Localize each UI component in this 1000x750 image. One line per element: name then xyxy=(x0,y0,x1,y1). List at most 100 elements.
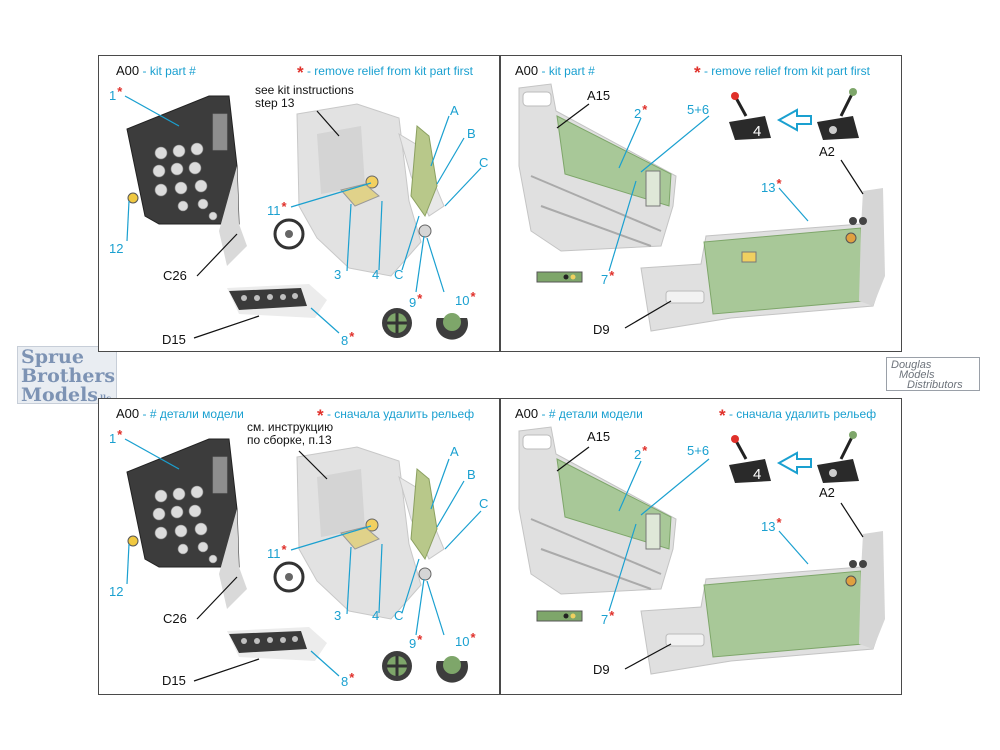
callout-a: A xyxy=(450,103,459,118)
callout-4: 4 xyxy=(372,267,380,282)
callout-7: 7* xyxy=(601,268,615,287)
panel-header: A00 - # детали модели xyxy=(515,406,643,421)
callout-12: 12 xyxy=(109,241,124,256)
panel-top-right: A00 - kit part # * - remove relief from … xyxy=(500,55,902,352)
sprue-brothers-logo: Sprue Brothers Modelsllc xyxy=(17,346,117,406)
part-code-label: - kit part # xyxy=(142,64,196,78)
callout-1: 1* xyxy=(109,84,123,103)
callout-13: 13* xyxy=(761,176,782,195)
star-icon: * xyxy=(297,63,304,82)
callout-12: 12 xyxy=(109,584,124,599)
callout-c26: C26 xyxy=(163,611,187,626)
seat-belts xyxy=(410,125,438,218)
lever-icon-left xyxy=(729,116,771,140)
callout-d15: D15 xyxy=(162,673,186,688)
callout-b: B xyxy=(467,467,476,482)
logo-line: Sprue xyxy=(21,346,84,368)
callout-a2: A2 xyxy=(819,144,835,159)
note-line: step 13 xyxy=(255,96,295,110)
callout-c: C xyxy=(479,496,489,511)
note-line: см. инструкцию xyxy=(247,420,334,434)
callout-1: 1* xyxy=(109,427,123,446)
logo-line: Distributors xyxy=(907,379,963,391)
remove-relief-label: - сначала удалить рельеф xyxy=(326,407,475,421)
callout-2: 2* xyxy=(634,102,648,121)
callout-2: 2* xyxy=(634,443,648,462)
callout-a15: A15 xyxy=(587,88,611,103)
part-code: A00 xyxy=(515,406,539,421)
lever-label: 4 xyxy=(753,123,761,140)
callout-b: B xyxy=(467,126,476,141)
panel-header: A00 - # детали модели xyxy=(116,406,244,421)
callout-13: 13* xyxy=(761,515,782,534)
callout-d9: D9 xyxy=(593,322,610,337)
star-icon: * xyxy=(719,406,726,425)
callout-10: 10* xyxy=(455,289,476,308)
cockpit-left-drawing xyxy=(124,438,482,683)
arrow-icon xyxy=(776,451,812,475)
arrow-icon xyxy=(776,108,812,132)
lever-part-12 xyxy=(127,192,139,204)
cockpit-left-drawing xyxy=(124,95,482,340)
callout-a2: A2 xyxy=(819,485,835,500)
part-code: A00 xyxy=(116,406,140,421)
part-code: A00 xyxy=(116,63,140,78)
green-panel-lower xyxy=(703,227,864,315)
logo-line: Models xyxy=(21,384,98,406)
callout-3: 3 xyxy=(334,267,342,282)
callout-11: 11* xyxy=(267,199,287,218)
callout-d15: D15 xyxy=(162,332,186,347)
side-console-drawing: 4 xyxy=(518,83,885,332)
logo-line: Douglas xyxy=(891,359,932,371)
logo-line: Models xyxy=(899,369,935,381)
panel-header-note: * - remove relief from kit part first xyxy=(297,63,473,83)
instructions-note: see kit instructions step 13 xyxy=(255,84,354,110)
callout-d9: D9 xyxy=(593,662,610,677)
panel-header: A00 - kit part # xyxy=(515,63,595,78)
logo-line: Brothers xyxy=(21,365,116,387)
lever-icon-right xyxy=(817,116,859,140)
panel-bottom-left: A00 - # детали модели * - сначала удалит… xyxy=(98,398,500,695)
part-code: A00 xyxy=(515,63,539,78)
callout-3: 3 xyxy=(334,608,342,623)
callout-7: 7* xyxy=(601,608,615,627)
callout-4: 4 xyxy=(372,608,380,623)
panel-header: A00 - kit part # xyxy=(116,63,196,78)
instructions-note: см. инструкцию по сборке, п.13 xyxy=(247,421,333,447)
callout-c: C xyxy=(479,155,489,170)
callout-5-6: 5+6 xyxy=(687,443,710,458)
remove-relief-label: - remove relief from kit part first xyxy=(703,64,870,78)
part-a2 xyxy=(859,188,885,306)
callout-a15: A15 xyxy=(587,429,611,444)
callout-8: 8* xyxy=(341,670,355,689)
remove-relief-label: - remove relief from kit part first xyxy=(306,64,473,78)
panel-header-note: * - сначала удалить рельеф xyxy=(719,406,876,426)
panel-header-note: * - сначала удалить рельеф xyxy=(317,406,474,426)
douglas-models-logo: Douglas Models Distributors xyxy=(886,357,980,391)
remove-relief-label: - сначала удалить рельеф xyxy=(728,407,877,421)
part-code-label: - # детали модели xyxy=(142,407,244,421)
callout-9: 9* xyxy=(409,291,423,310)
callout-9: 9* xyxy=(409,632,423,651)
callout-8: 8* xyxy=(341,329,355,348)
lever-label: 4 xyxy=(753,466,761,483)
panel-top-left: A00 - kit part # * - remove relief from … xyxy=(98,55,500,352)
note-line: по сборке, п.13 xyxy=(247,433,332,447)
part-code-label: - # детали модели xyxy=(541,407,643,421)
star-icon: * xyxy=(694,63,701,82)
callout-10: 10* xyxy=(455,630,476,649)
note-line: see kit instructions xyxy=(255,83,354,97)
panel-bottom-right: A00 - # детали модели * - сначала удалит… xyxy=(500,398,902,695)
panel-side-part xyxy=(219,166,247,266)
callout-c26: C26 xyxy=(163,268,187,283)
part-code-label: - kit part # xyxy=(541,64,595,78)
callout-11: 11* xyxy=(267,542,287,561)
callout-c-lower: C xyxy=(394,267,404,282)
side-console-drawing: 4 xyxy=(518,426,885,675)
star-icon: * xyxy=(317,406,324,425)
callout-c-lower: C xyxy=(394,608,404,623)
panel-header-note: * - remove relief from kit part first xyxy=(694,63,870,83)
callout-a: A xyxy=(450,444,459,459)
green-panel-upper xyxy=(556,115,672,207)
callout-5-6: 5+6 xyxy=(687,102,710,117)
